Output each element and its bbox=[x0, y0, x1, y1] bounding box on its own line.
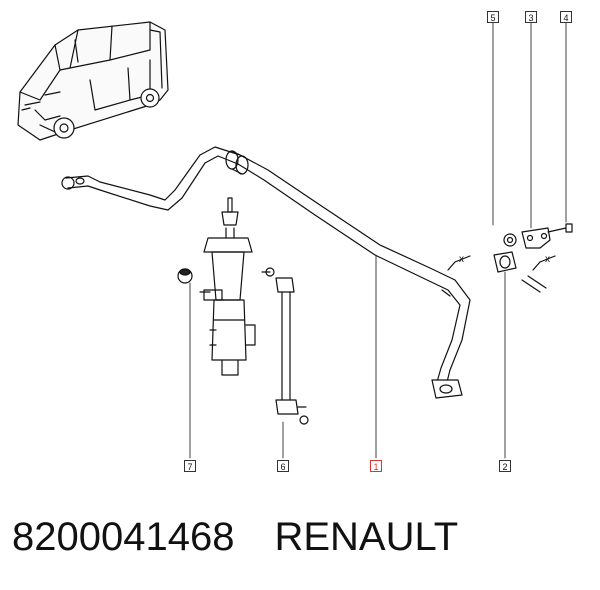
bolt-4 bbox=[547, 223, 573, 233]
marker-x-2: x bbox=[545, 254, 550, 265]
brand-name: RENAULT bbox=[274, 515, 459, 559]
clamp-3 bbox=[521, 227, 551, 249]
strut-assembly bbox=[199, 197, 256, 376]
nut-5 bbox=[503, 233, 517, 247]
callout-6: 6 bbox=[277, 460, 289, 472]
stabilizer-bar bbox=[61, 146, 471, 399]
section-markers bbox=[441, 255, 556, 297]
caption: 8200041468 RENAULT bbox=[12, 515, 458, 560]
stabilizer-bar-diagram: x x bbox=[17, 21, 573, 459]
callout-7: 7 bbox=[184, 460, 196, 472]
van-illustration bbox=[17, 21, 169, 141]
callout-3: 3 bbox=[525, 11, 537, 23]
callout-1: 1 bbox=[370, 460, 382, 472]
marker-x-1: x bbox=[459, 254, 464, 265]
leader-lines bbox=[189, 22, 567, 459]
callout-5: 5 bbox=[487, 11, 499, 23]
bushing-2 bbox=[493, 251, 517, 273]
link-rod-6 bbox=[261, 267, 309, 425]
callout-4: 4 bbox=[560, 11, 572, 23]
part-number: 8200041468 bbox=[12, 515, 235, 559]
callout-2: 2 bbox=[499, 460, 511, 472]
bushing-7 bbox=[177, 268, 193, 284]
